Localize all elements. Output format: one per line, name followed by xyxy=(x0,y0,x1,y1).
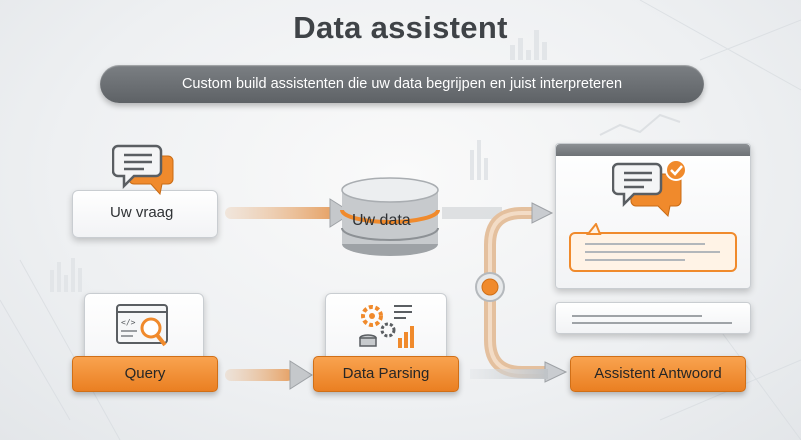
answer-label: Assistent Antwoord xyxy=(594,365,722,382)
chat-check-icon xyxy=(612,159,687,218)
code-search-icon: </> xyxy=(116,304,168,347)
junction-node xyxy=(475,272,505,302)
database-label: Uw data xyxy=(352,212,411,229)
chat-bubbles-icon xyxy=(112,144,174,196)
gears-chart-icon xyxy=(359,305,414,348)
answer-message-bubble xyxy=(569,232,737,272)
database-cylinder-icon xyxy=(340,177,440,256)
arrow-data-to-panel xyxy=(442,202,554,296)
parsing-label: Data Parsing xyxy=(342,365,430,382)
svg-text:</>: </> xyxy=(121,318,136,327)
arrow-question-to-data xyxy=(225,198,353,228)
answer-panel-header xyxy=(556,144,750,156)
page-title: Data assistent xyxy=(293,10,508,45)
question-card xyxy=(72,190,218,238)
parsing-button[interactable]: Data Parsing xyxy=(313,356,459,392)
answer-button[interactable]: Assistent Antwoord xyxy=(570,356,746,392)
question-label: Uw vraag xyxy=(110,204,174,221)
response-preview-panel xyxy=(555,302,751,334)
bubble-tail xyxy=(586,223,602,235)
query-label: Query xyxy=(124,365,166,382)
arrow-query-to-parsing xyxy=(225,360,313,390)
query-button[interactable]: Query xyxy=(72,356,218,392)
subtitle-banner: Custom build assistenten die uw data beg… xyxy=(100,65,704,103)
arrow-parsing-to-answer xyxy=(470,369,548,379)
